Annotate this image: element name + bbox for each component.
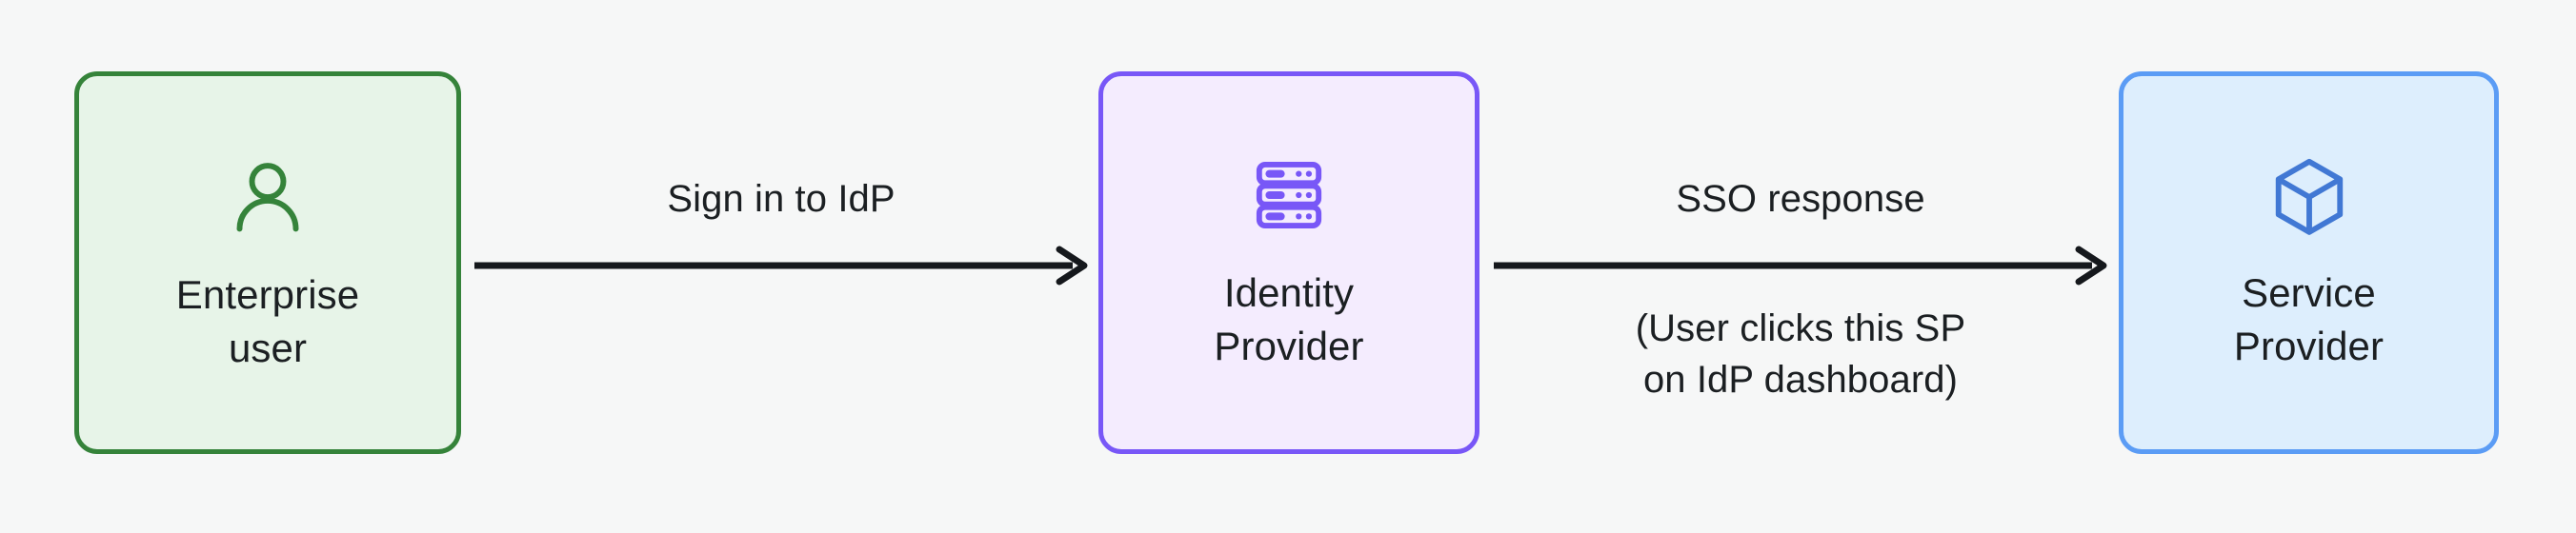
server-rack-icon: [1247, 153, 1331, 242]
edge-sublabel-sso-response: (User clicks this SP on IdP dashboard): [1635, 307, 1966, 402]
edge-label-sign-in-to-idp: Sign in to IdP: [667, 178, 896, 220]
edge-sign-in-to-idp: Sign in to IdP: [474, 0, 1088, 533]
node-service-provider[interactable]: Service Provider: [2119, 71, 2499, 454]
node-label-service-provider: Service Provider: [2233, 270, 2385, 368]
edge-label-sso-response: SSO response: [1676, 178, 1925, 220]
node-enterprise-user[interactable]: Enterprise user: [74, 71, 461, 454]
person-icon: [224, 151, 312, 244]
node-label-identity-provider: Identity Provider: [1214, 270, 1364, 368]
edge-sso-response: SSO response (User clicks this SP on IdP…: [1494, 0, 2107, 533]
arrow-sso-response: [1494, 246, 2107, 286]
arrow-sign-in-to-idp: [474, 246, 1088, 286]
node-label-enterprise-user: Enterprise user: [175, 272, 360, 370]
cube-icon: [2267, 153, 2351, 242]
node-identity-provider[interactable]: Identity Provider: [1098, 71, 1479, 454]
